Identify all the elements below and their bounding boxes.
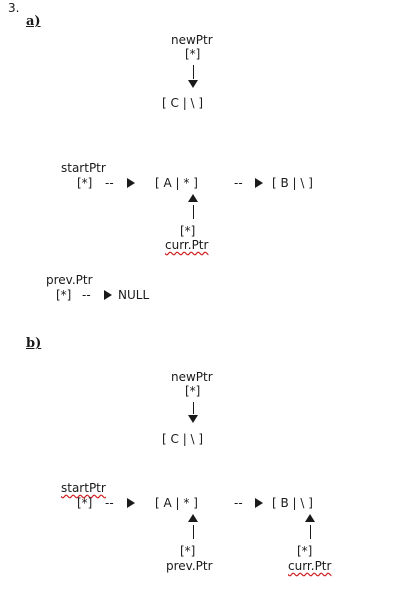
a-newptr-arrowhead-icon	[188, 80, 198, 88]
a-newptr-arrow-line	[193, 65, 194, 79]
b-currptr-label: curr.Ptr	[288, 559, 332, 573]
b-node-b: [ B | \ ]	[272, 496, 313, 510]
part-a-label: a)	[26, 14, 41, 29]
b-prevptr-arrowhead-icon	[188, 514, 198, 522]
b-currptr-arrow-line	[310, 525, 311, 539]
a-node-c: [ C | \ ]	[162, 96, 204, 110]
a-link-dash: --	[234, 176, 243, 190]
a-startptr-label: startPtr	[61, 161, 106, 175]
a-currptr-arrow-line	[193, 205, 194, 219]
b-node-a: [ A | * ]	[155, 496, 198, 510]
part-b-label: b)	[26, 336, 42, 351]
b-prevptr-label: prev.Ptr	[166, 559, 213, 573]
b-node-c: [ C | \ ]	[162, 432, 204, 446]
a-newptr-label: newPtr	[171, 33, 213, 47]
b-currptr-cell: [*]	[297, 544, 313, 558]
b-startptr-arrowhead-icon	[127, 498, 135, 508]
b-startptr-cell: [*]	[77, 496, 93, 510]
b-newptr-arrow-line	[193, 402, 194, 414]
a-startptr-cell: [*]	[77, 176, 93, 190]
b-newptr-label: newPtr	[171, 370, 213, 384]
b-newptr-arrowhead-icon	[188, 415, 198, 423]
b-prevptr-arrow-line	[193, 525, 194, 539]
b-newptr-cell: [*]	[185, 384, 201, 398]
a-newptr-cell: [*]	[185, 47, 201, 61]
b-prevptr-cell: [*]	[180, 544, 196, 558]
a-prevptr-arrowhead-icon	[104, 290, 112, 300]
a-currptr-cell: [*]	[180, 224, 196, 238]
a-prevptr-label: prev.Ptr	[46, 273, 93, 287]
b-startptr-dash: --	[105, 496, 114, 510]
a-currptr-label: curr.Ptr	[165, 238, 209, 252]
a-prevptr-dash: --	[82, 288, 91, 302]
a-currptr-arrowhead-icon	[188, 194, 198, 202]
b-link-dash: --	[234, 496, 243, 510]
a-node-a: [ A | * ]	[155, 176, 198, 190]
a-startptr-dash: --	[105, 176, 114, 190]
b-startptr-label: startPtr	[61, 481, 106, 495]
b-currptr-arrowhead-icon	[305, 514, 315, 522]
a-prevptr-cell: [*]	[56, 288, 72, 302]
a-startptr-arrowhead-icon	[127, 178, 135, 188]
a-node-b: [ B | \ ]	[272, 176, 313, 190]
b-link-arrowhead-icon	[255, 498, 263, 508]
question-number: 3.	[8, 1, 20, 15]
a-null-label: NULL	[118, 288, 150, 302]
a-link-arrowhead-icon	[255, 178, 263, 188]
